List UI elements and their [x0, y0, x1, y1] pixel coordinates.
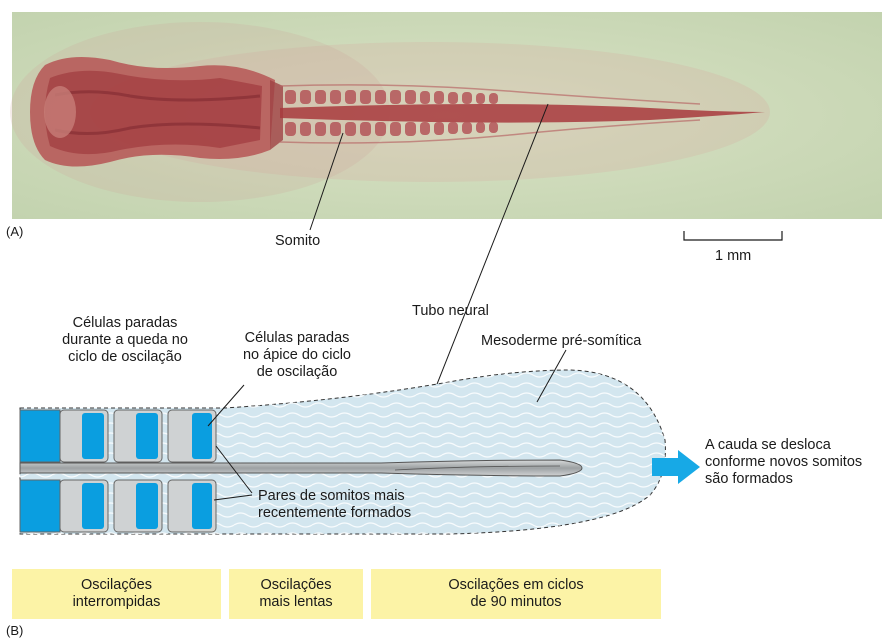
scale-bar-label: 1 mm — [715, 248, 751, 265]
band-90-minutes-label: Oscilações em ciclos de 90 minutos — [448, 577, 583, 611]
panel-b-letter: (B) — [6, 623, 23, 638]
band-interrupted-label: Oscilações interrompidas — [73, 577, 161, 611]
band-slower: Oscilações mais lentas — [229, 569, 363, 619]
band-90-minutes: Oscilações em ciclos de 90 minutos — [371, 569, 661, 619]
presomitic-label: Mesoderme pré-somítica — [481, 333, 641, 350]
tail-label: A cauda se desloca conforme novos somito… — [705, 437, 862, 488]
somite-label: Somito — [275, 233, 320, 250]
band-slower-label: Oscilações mais lentas — [259, 577, 332, 611]
recent-pairs-label: Pares de somitos mais recentemente forma… — [258, 488, 411, 522]
cells-falling-label: Células paradas durante a queda no ciclo… — [30, 315, 220, 366]
neural-tube-label: Tubo neural — [412, 303, 489, 320]
band-interrupted: Oscilações interrompidas — [12, 569, 221, 619]
scale-bar — [684, 231, 782, 240]
panel-a-letter: (A) — [6, 224, 23, 239]
cells-apex-label: Células paradas no ápice do ciclo de osc… — [222, 330, 372, 381]
embryo-head — [30, 57, 283, 167]
